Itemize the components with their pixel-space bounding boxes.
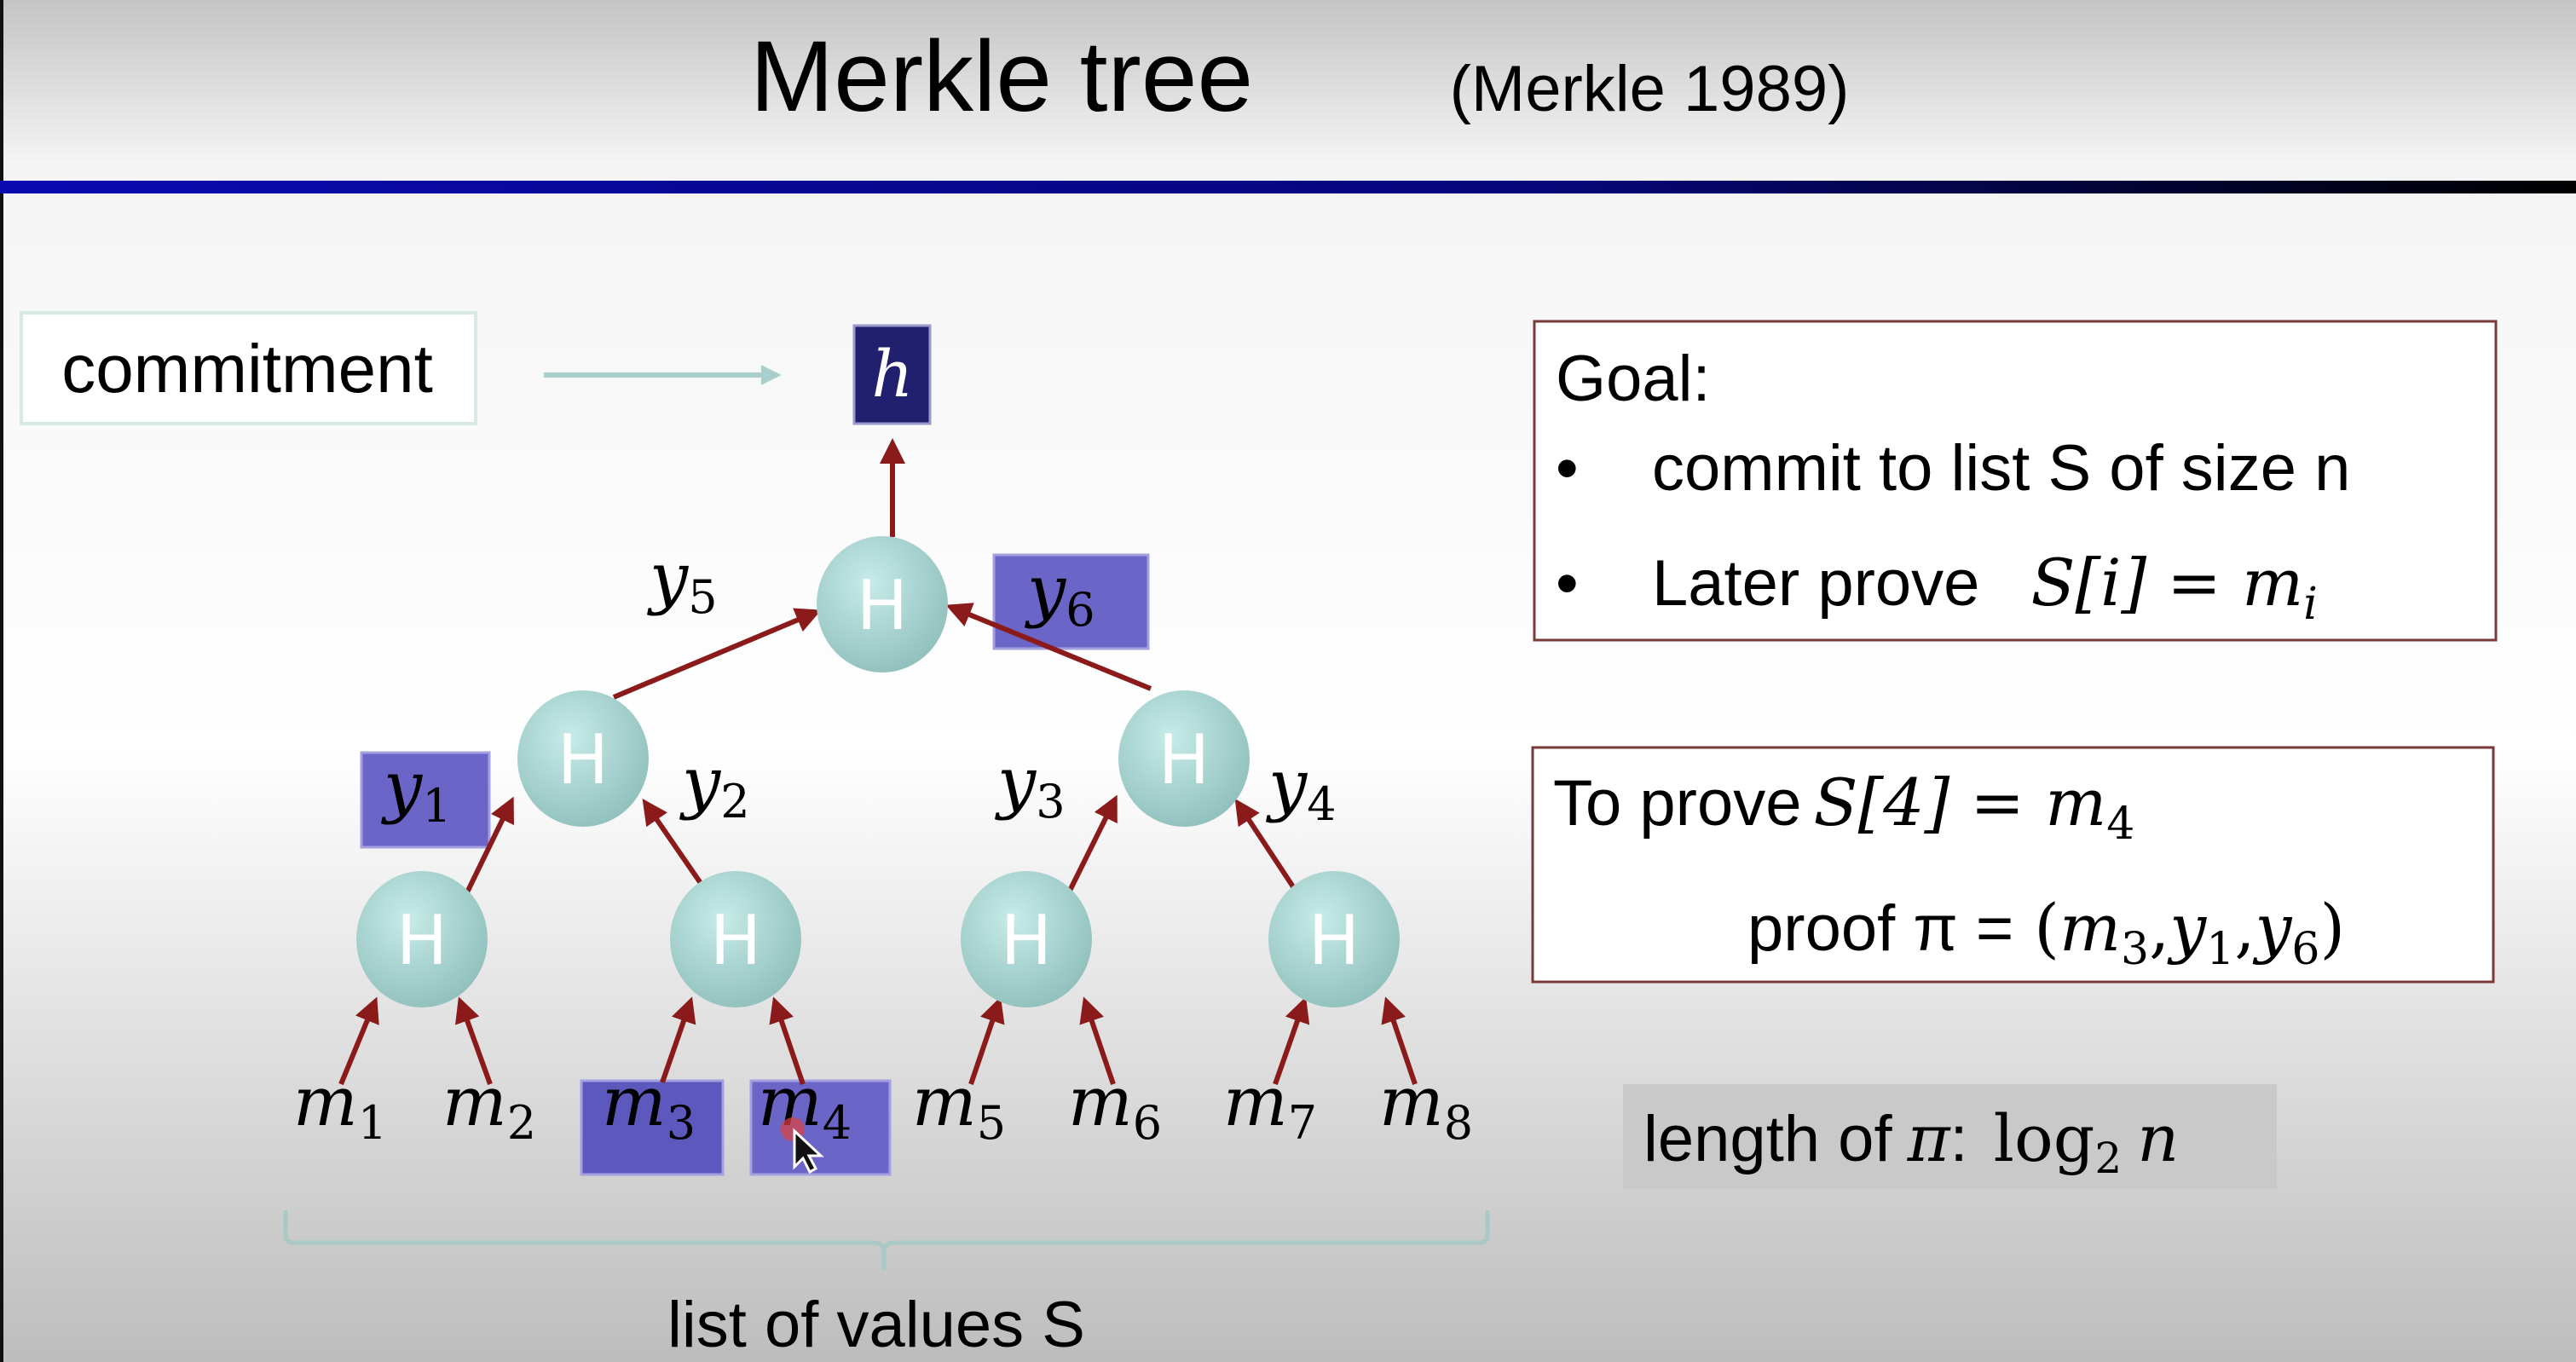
node-label: H [1158, 720, 1210, 799]
leaf-m3: m3 [602, 1062, 696, 1150]
bullet: • [1556, 432, 1579, 505]
bullet: • [1556, 547, 1579, 620]
hash-node: H [517, 690, 649, 827]
node-label: H [1308, 901, 1360, 980]
node-label: H [1001, 901, 1052, 980]
proof-line-2: proof π =(m3,y1,y6) [1747, 890, 2345, 975]
hash-node: H [1118, 690, 1250, 827]
mouse-cursor-icon [781, 1117, 824, 1174]
edge [1067, 794, 1118, 892]
node-label: H [396, 901, 448, 980]
node-label: H [557, 720, 609, 799]
hash-node: H [356, 871, 488, 1007]
list-brace [283, 1210, 1490, 1270]
brace-label: list of values S [667, 1289, 1085, 1361]
proof-length-box [1623, 1084, 2277, 1189]
root-hash-box [852, 324, 932, 425]
goal-text: Goal: • commit to list S of size n • Lat… [1556, 343, 2350, 630]
edge [465, 796, 515, 894]
leaf-m5: m5 [912, 1062, 1006, 1150]
title-divider [0, 181, 2576, 193]
leaf-m1: m1 [293, 1062, 387, 1150]
goal-box [1533, 320, 2498, 642]
commitment-box [20, 311, 477, 425]
hash-nodes: H H H H H H H [356, 536, 1400, 1007]
label-y4: y4 [1266, 745, 1337, 831]
edge-l1a-root [612, 608, 822, 700]
hash-node: H [1268, 871, 1400, 1007]
edge [968, 996, 1005, 1085]
left-border [0, 0, 3, 1362]
edge [1234, 798, 1298, 892]
edge [769, 996, 806, 1085]
label-y3: y3 [995, 742, 1066, 828]
edge [1381, 996, 1418, 1085]
slide-title: Merkle tree [750, 20, 1253, 133]
highlight-m4 [749, 1079, 892, 1176]
label-y6: y6 [1025, 551, 1095, 637]
leaf-m6: m6 [1068, 1062, 1162, 1150]
leaf-m2: m2 [442, 1062, 536, 1150]
edge [1079, 996, 1116, 1085]
leaf-m7: m7 [1223, 1062, 1317, 1150]
edge [455, 996, 493, 1086]
hash-node-root: H [817, 536, 948, 672]
slide-subtitle: (Merkle 1989) [1450, 53, 1850, 125]
edge [338, 996, 379, 1086]
node-label: H [710, 901, 761, 980]
hash-node: H [670, 871, 801, 1007]
proof-highlight-y1 [360, 751, 491, 849]
proof-box [1531, 746, 2495, 984]
root-hash-label: h [872, 336, 914, 412]
label-y1: y1 [381, 747, 452, 833]
hash-labels: y1 y2 y3 y4 y5 y6 [381, 538, 1337, 833]
leaf-m8: m8 [1379, 1062, 1473, 1150]
leaf-m4: m4 [758, 1062, 852, 1150]
edge [642, 799, 707, 890]
leaf-values: m1 m2 m3 m4 m5 m6 m7 m8 [293, 1062, 1473, 1150]
edge [1273, 996, 1310, 1085]
label-y2: y2 [679, 742, 750, 828]
commitment-label: commitment [61, 331, 433, 407]
proof-highlight-m3 [580, 1079, 725, 1176]
goal-line-1: commit to list S of size n [1652, 432, 2350, 505]
edge-l1b-root [945, 603, 1152, 691]
edge [660, 996, 696, 1083]
goal-heading: Goal: [1556, 343, 1711, 415]
tree-edges [338, 438, 1418, 1086]
node-label: H [857, 566, 908, 645]
label-y5: y5 [647, 538, 718, 624]
hash-node: H [961, 871, 1092, 1007]
